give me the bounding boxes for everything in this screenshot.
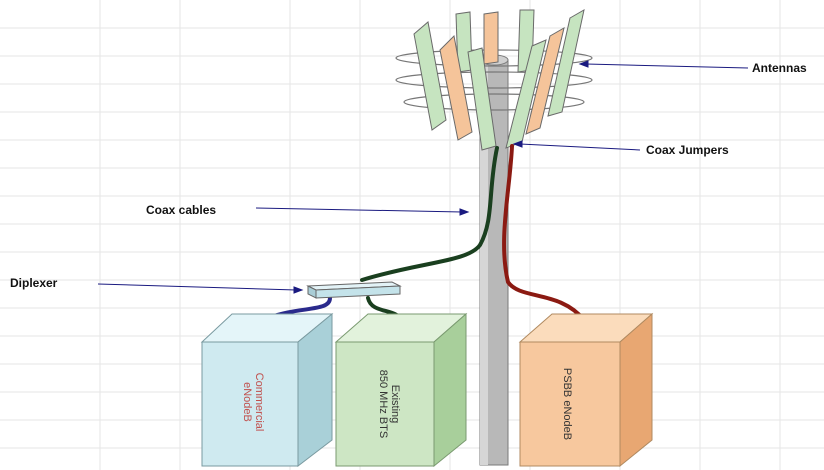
coax-jumpers-label: Coax Jumpers (646, 143, 729, 157)
commercial-enodeb-label-1: Commercial (253, 373, 265, 432)
antennas-label: Antennas (752, 61, 807, 75)
coax-cables-label: Coax cables (146, 203, 216, 217)
diplexer-unit (306, 281, 402, 299)
antenna-panel (413, 21, 447, 131)
arrowhead-coax-cables (459, 208, 470, 216)
existing-bts-label-1: Existing (389, 385, 401, 424)
existing-bts-box: Existing 850 MHz BTS (334, 312, 468, 468)
callout-arrows (97, 60, 749, 294)
commercial-enodeb-label-2: eNodeB (241, 382, 253, 422)
arrowhead-antennas (578, 60, 589, 68)
antenna-array-front (413, 9, 585, 151)
antenna-panel (525, 26, 565, 135)
psbb-enodeb-box: PSBB eNodeB (518, 312, 654, 468)
arrowhead-coax-jumpers (512, 140, 523, 148)
antenna-panel (547, 9, 585, 117)
arrowhead-diplexer (293, 286, 304, 294)
antenna-array-back (455, 9, 535, 73)
psbb-enodeb-label: PSBB eNodeB (561, 368, 573, 440)
commercial-enodeb-box: Commercial eNodeB (200, 312, 334, 468)
coax-cable-green (360, 146, 499, 282)
diplexer-label: Diplexer (10, 276, 58, 290)
antenna-panel (439, 34, 473, 141)
antenna-panel (483, 11, 499, 65)
existing-bts-label-2: 850 MHz BTS (377, 370, 389, 438)
coax-jumper-red (502, 144, 586, 322)
antenna-panel (467, 47, 497, 151)
